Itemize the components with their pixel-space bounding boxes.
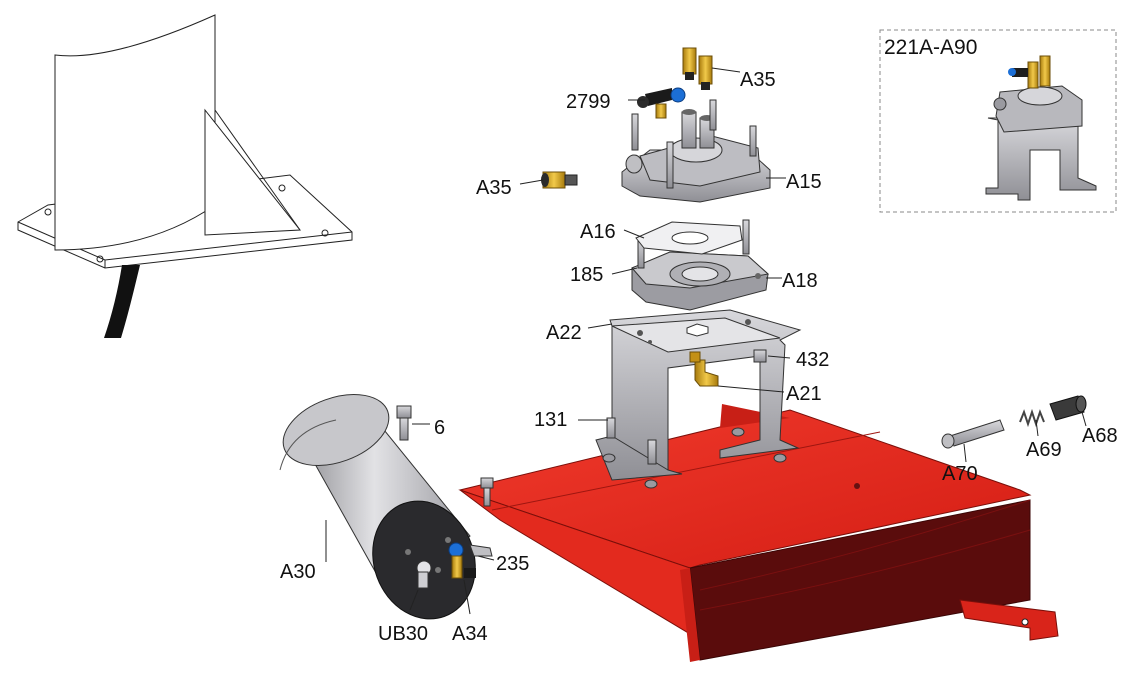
label-a18: A18 bbox=[782, 270, 818, 292]
inset-title: 221A-A90 bbox=[884, 36, 977, 59]
label-185: 185 bbox=[570, 264, 603, 286]
label-a22: A22 bbox=[546, 322, 582, 344]
label-a34: A34 bbox=[452, 623, 488, 645]
label-a16: A16 bbox=[580, 221, 616, 243]
label-a70: A70 bbox=[942, 463, 978, 485]
elbow-fitting-a21 bbox=[689, 351, 719, 387]
label-a35-left: A35 bbox=[476, 177, 512, 199]
gasket-a16 bbox=[635, 221, 743, 255]
fittings-a35-top bbox=[682, 47, 713, 90]
column-base-line-drawing bbox=[17, 14, 353, 338]
assembly-inset: 221A-A90 bbox=[879, 29, 1117, 213]
label-a30: A30 bbox=[280, 561, 316, 583]
label-6: 6 bbox=[434, 417, 445, 439]
label-a35-top: A35 bbox=[740, 69, 776, 91]
bracket-a22 bbox=[595, 309, 802, 481]
fitting-a35-left bbox=[541, 171, 578, 189]
bolt-432 bbox=[753, 349, 767, 363]
label-a21: A21 bbox=[786, 383, 822, 405]
label-a15: A15 bbox=[786, 171, 822, 193]
tank-cylinder-a30 bbox=[279, 394, 493, 620]
label-235: 235 bbox=[496, 553, 529, 575]
label-a68: A68 bbox=[1082, 425, 1118, 447]
label-2799: 2799 bbox=[566, 91, 611, 113]
pin-a70 bbox=[941, 419, 1005, 449]
pump-head-a15 bbox=[621, 99, 771, 203]
tee-fitting-2799 bbox=[637, 87, 686, 119]
label-ub30: UB30 bbox=[378, 623, 428, 645]
frame-nuts bbox=[602, 427, 787, 489]
label-a69: A69 bbox=[1026, 439, 1062, 461]
sleeve-a68 bbox=[1049, 395, 1087, 421]
label-131: 131 bbox=[534, 409, 567, 431]
bolt-frame bbox=[480, 477, 494, 507]
spring-a69 bbox=[1019, 408, 1045, 428]
bolt-6 bbox=[396, 405, 412, 441]
plate-a18 bbox=[631, 219, 770, 311]
red-base-frame bbox=[458, 404, 1059, 662]
label-432: 432 bbox=[796, 349, 829, 371]
leader-lines bbox=[325, 67, 1087, 615]
bolts-131 bbox=[606, 417, 657, 465]
